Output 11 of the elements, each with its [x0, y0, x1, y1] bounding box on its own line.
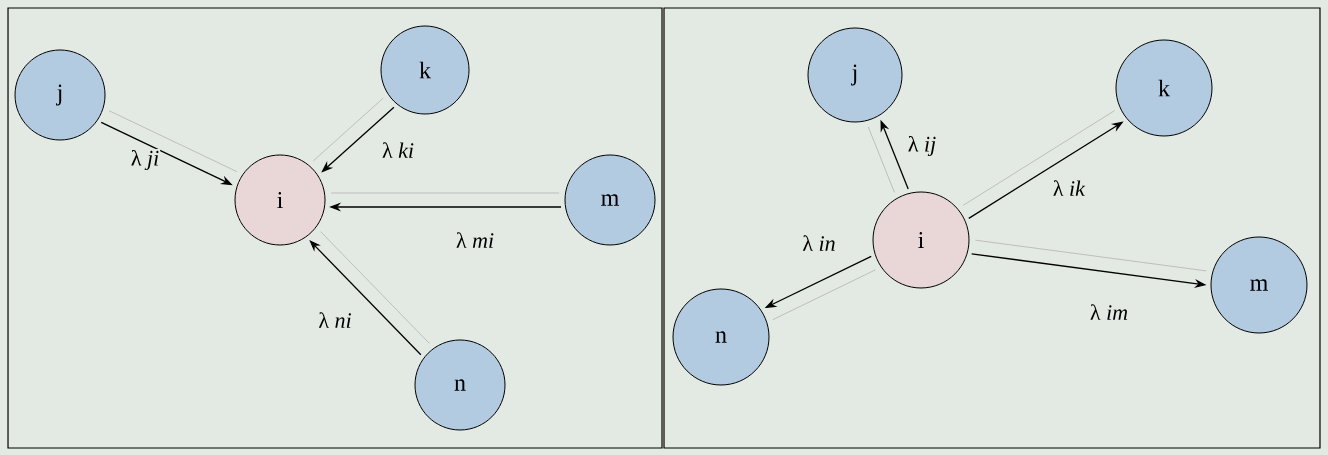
- edge-label: λ in: [801, 234, 837, 252]
- arrow: [100, 110, 238, 186]
- arrow: [971, 239, 1207, 288]
- edge-label: λ ik: [1051, 179, 1087, 197]
- edge-label: λ im: [1088, 303, 1130, 321]
- arrow: [309, 231, 430, 356]
- edge-label: λ mi: [454, 231, 496, 249]
- panel-frame: [663, 7, 1321, 449]
- panel-frame: [7, 7, 663, 449]
- edge-label: λ ni: [317, 311, 353, 329]
- edge-label: λ ki: [381, 141, 416, 159]
